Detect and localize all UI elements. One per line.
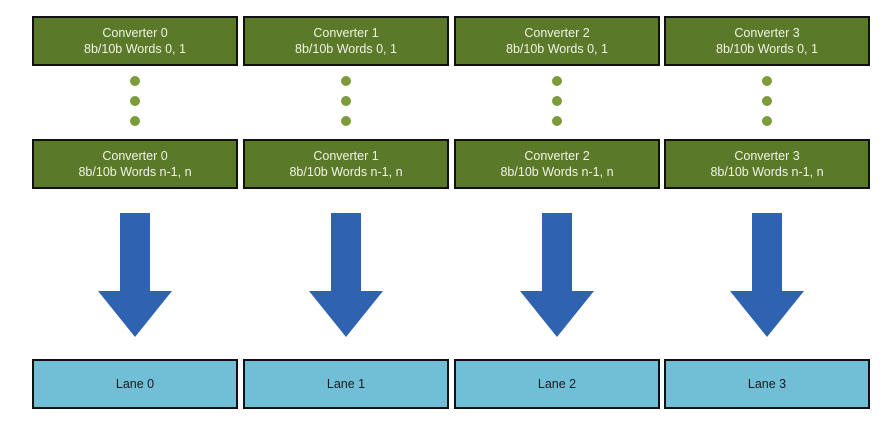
converter-0-top-title: Converter 0 (102, 26, 168, 40)
converter-1-top-title: Converter 1 (313, 26, 379, 40)
lane-1-box: Lane 1 (243, 359, 449, 409)
lane-3-box: Lane 3 (664, 359, 870, 409)
converter-2-bottom-words: 8b/10b Words n-1, n (500, 165, 614, 179)
ellipsis-dot (130, 116, 140, 126)
converter-3-top-title: Converter 3 (734, 26, 800, 40)
converter-1-words-first-box: Converter 1 8b/10b Words 0, 1 (243, 16, 449, 66)
down-arrow-icon (309, 213, 383, 337)
lane-2-box: Lane 2 (454, 359, 660, 409)
ellipsis-dot (130, 76, 140, 86)
ellipsis-dot (552, 76, 562, 86)
converter-3-top-words: 8b/10b Words 0, 1 (716, 42, 818, 56)
ellipsis-dot (762, 116, 772, 126)
column-converter-3: Converter 3 8b/10b Words 0, 1 Converter … (664, 0, 870, 436)
converter-0-words-last-box: Converter 0 8b/10b Words n-1, n (32, 139, 238, 189)
converter-0-top-words: 8b/10b Words 0, 1 (84, 42, 186, 56)
converter-1-words-last-box: Converter 1 8b/10b Words n-1, n (243, 139, 449, 189)
down-arrow-icon (520, 213, 594, 337)
converter-3-bottom-title: Converter 3 (734, 149, 800, 163)
converter-2-bottom-title: Converter 2 (524, 149, 590, 163)
converter-3-words-first-box: Converter 3 8b/10b Words 0, 1 (664, 16, 870, 66)
converter-1-bottom-words: 8b/10b Words n-1, n (289, 165, 403, 179)
down-arrow-icon (98, 213, 172, 337)
ellipsis-dot (552, 96, 562, 106)
column-converter-0: Converter 0 8b/10b Words 0, 1 Converter … (32, 0, 238, 436)
converter-1-bottom-title: Converter 1 (313, 149, 379, 163)
converter-0-bottom-title: Converter 0 (102, 149, 168, 163)
column-converter-2: Converter 2 8b/10b Words 0, 1 Converter … (454, 0, 660, 436)
converter-2-top-title: Converter 2 (524, 26, 590, 40)
converter-2-top-words: 8b/10b Words 0, 1 (506, 42, 608, 56)
converter-0-words-first-box: Converter 0 8b/10b Words 0, 1 (32, 16, 238, 66)
ellipsis-dot (552, 116, 562, 126)
converter-0-bottom-words: 8b/10b Words n-1, n (78, 165, 192, 179)
converter-1-top-words: 8b/10b Words 0, 1 (295, 42, 397, 56)
converter-2-words-last-box: Converter 2 8b/10b Words n-1, n (454, 139, 660, 189)
lane-0-box: Lane 0 (32, 359, 238, 409)
ellipsis-dot (341, 76, 351, 86)
ellipsis-dot (762, 96, 772, 106)
column-converter-1: Converter 1 8b/10b Words 0, 1 Converter … (243, 0, 449, 436)
ellipsis-dot (341, 116, 351, 126)
converter-3-bottom-words: 8b/10b Words n-1, n (710, 165, 824, 179)
converter-2-words-first-box: Converter 2 8b/10b Words 0, 1 (454, 16, 660, 66)
down-arrow-icon (730, 213, 804, 337)
converter-3-words-last-box: Converter 3 8b/10b Words n-1, n (664, 139, 870, 189)
ellipsis-dot (341, 96, 351, 106)
ellipsis-dot (130, 96, 140, 106)
ellipsis-dot (762, 76, 772, 86)
